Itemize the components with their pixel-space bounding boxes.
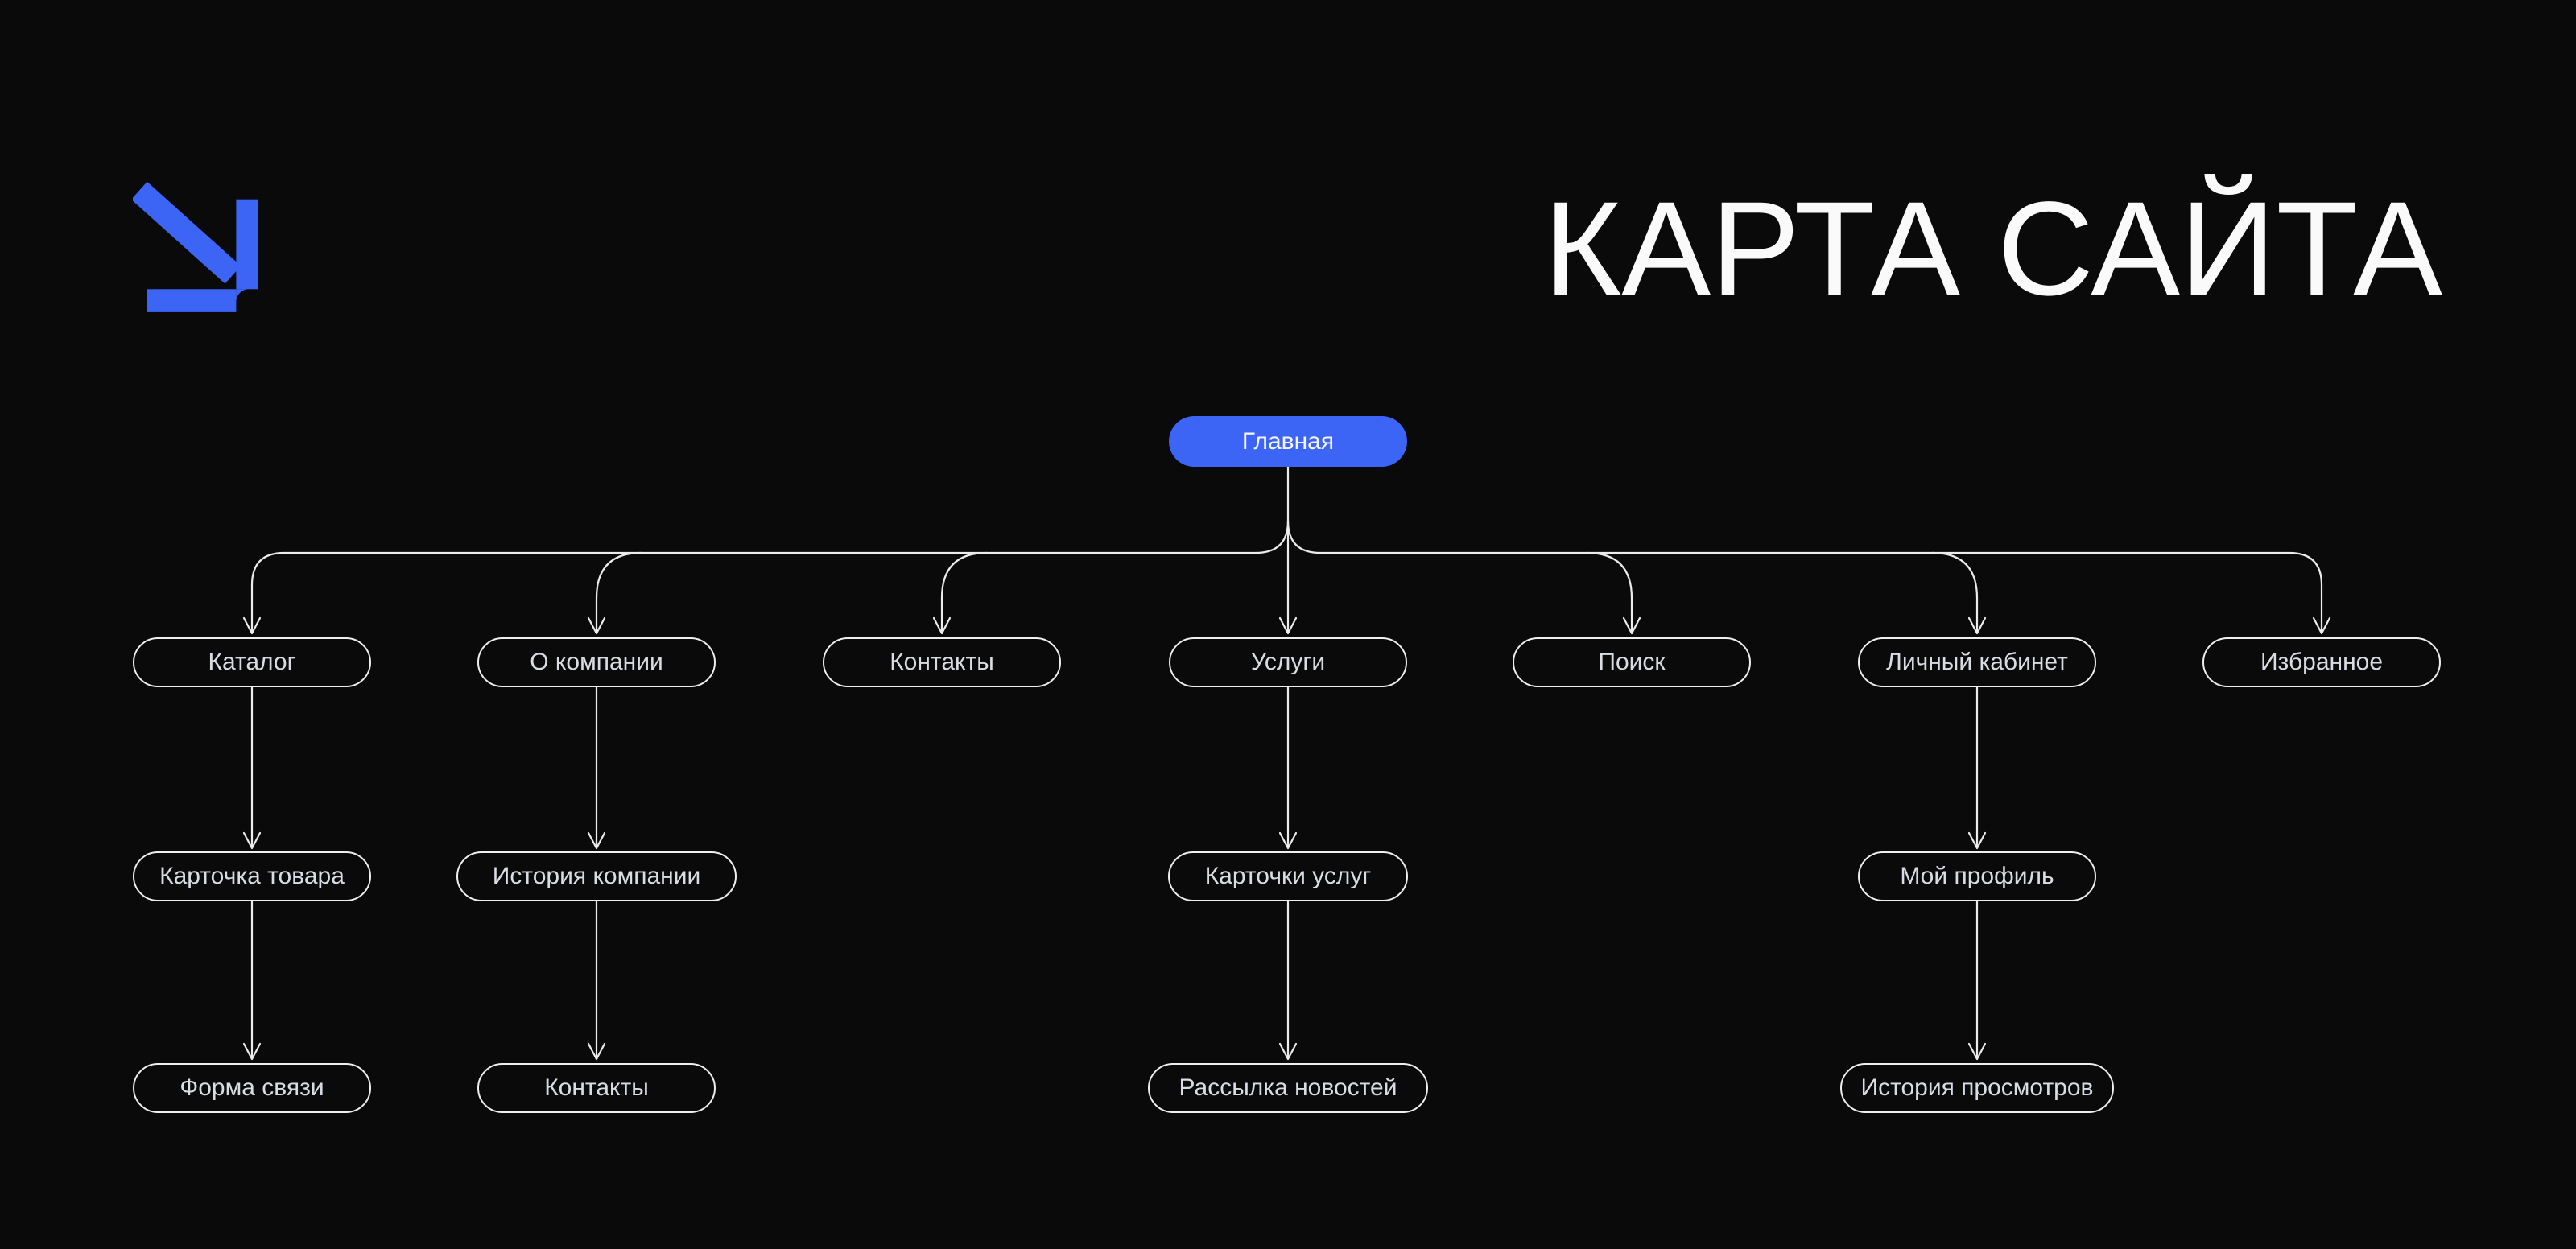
arrowhead bbox=[242, 831, 262, 850]
node-services[interactable]: Услуги bbox=[1169, 637, 1407, 687]
arrowhead bbox=[1967, 1042, 1987, 1061]
arrowhead bbox=[1622, 616, 1641, 635]
arrowhead bbox=[242, 616, 262, 635]
node-account[interactable]: Личный кабинет bbox=[1858, 637, 2096, 687]
node-view-history[interactable]: История просмотров bbox=[1840, 1063, 2114, 1113]
arrowhead bbox=[932, 616, 952, 635]
node-contact-form[interactable]: Форма связи bbox=[133, 1063, 371, 1113]
arrow-down-right-icon bbox=[133, 181, 259, 312]
connector-bus-left bbox=[250, 520, 1290, 633]
arrowhead bbox=[1278, 1042, 1298, 1061]
node-search[interactable]: Поиск bbox=[1513, 637, 1751, 687]
arrowhead bbox=[1967, 616, 1987, 635]
arrowhead bbox=[242, 1042, 262, 1061]
connector-branch-search bbox=[1586, 551, 1633, 633]
arrowhead bbox=[1278, 616, 1298, 635]
node-company-history[interactable]: История компании bbox=[456, 851, 737, 901]
node-catalog[interactable]: Каталог bbox=[133, 637, 371, 687]
page-title: КАРТА САЙТА bbox=[1543, 175, 2442, 324]
node-newsletter[interactable]: Рассылка новостей bbox=[1148, 1063, 1428, 1113]
node-service-cards[interactable]: Карточки услуг bbox=[1168, 851, 1408, 901]
node-favorites[interactable]: Избранное bbox=[2202, 637, 2441, 687]
connector-branch-account bbox=[1931, 551, 1979, 633]
connector-branch-contacts bbox=[940, 551, 988, 633]
node-about[interactable]: О компании bbox=[477, 637, 716, 687]
node-home[interactable]: Главная bbox=[1169, 416, 1407, 467]
arrowhead bbox=[587, 831, 606, 850]
node-product-card[interactable]: Карточка товара bbox=[133, 851, 371, 901]
arrowhead bbox=[1967, 831, 1987, 850]
arrowhead bbox=[587, 1042, 606, 1061]
arrowhead bbox=[1278, 831, 1298, 850]
arrowhead bbox=[2312, 616, 2331, 635]
node-contacts-2[interactable]: Контакты bbox=[477, 1063, 716, 1113]
node-contacts[interactable]: Контакты bbox=[823, 637, 1061, 687]
node-my-profile[interactable]: Мой профиль bbox=[1858, 851, 2096, 901]
connector-branch-about bbox=[595, 551, 642, 633]
connector-bus-right bbox=[1286, 520, 2323, 633]
arrowhead bbox=[587, 616, 606, 635]
